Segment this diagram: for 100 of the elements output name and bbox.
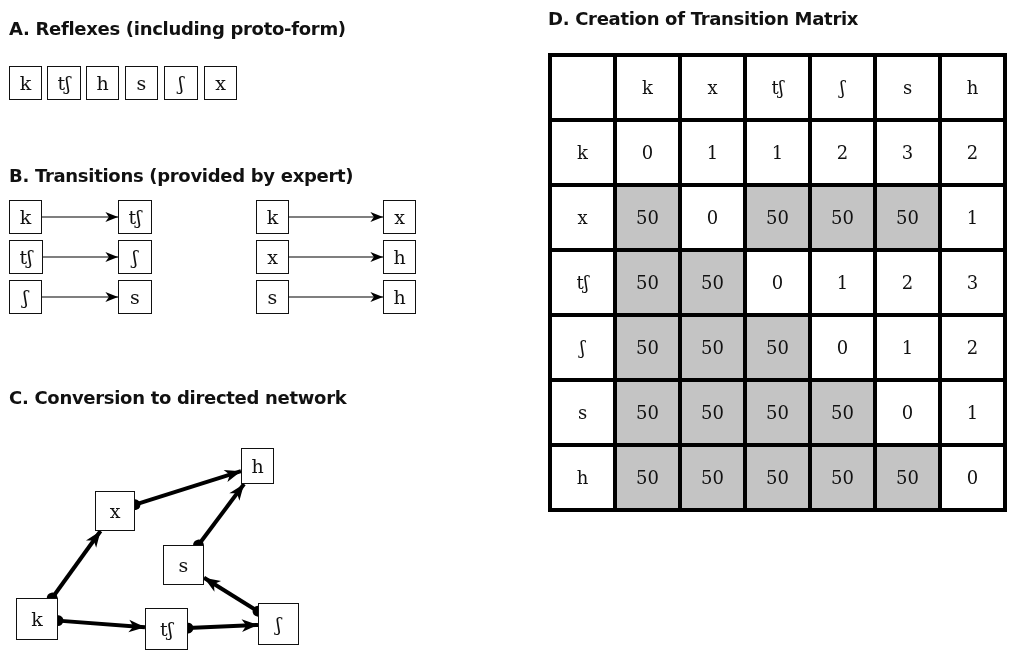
phoneme-symbol: s <box>136 72 147 94</box>
phoneme-symbol: k <box>19 72 32 94</box>
header-cell: ʃ <box>552 317 613 378</box>
header-cell: ʃ <box>812 57 873 118</box>
phoneme-symbol: h <box>393 286 406 308</box>
phoneme-box <box>164 66 198 100</box>
phoneme-box <box>9 200 42 234</box>
table-cell: 0 <box>877 382 938 443</box>
table-cell: 0 <box>747 252 808 313</box>
arrow <box>288 252 384 262</box>
table-cell: 1 <box>877 317 938 378</box>
phoneme-symbol: ʃ <box>275 613 282 635</box>
phoneme-symbol: ʃ <box>22 286 29 308</box>
phoneme-box <box>47 66 81 100</box>
phoneme-box <box>145 608 188 650</box>
header-cell: x <box>552 187 613 248</box>
phoneme-box <box>95 491 135 531</box>
phoneme-symbol: s <box>267 286 278 308</box>
phoneme-symbol: ʃ <box>178 72 184 94</box>
table-cell: 50 <box>747 382 808 443</box>
arrow <box>288 292 384 302</box>
section-heading: D. Creation of Transition Matrix <box>548 8 859 29</box>
phoneme-box <box>86 66 119 100</box>
phoneme-symbol: x <box>215 72 226 94</box>
table-cell: 0 <box>942 447 1003 508</box>
phoneme-box <box>241 448 274 484</box>
table-cell: 50 <box>682 317 743 378</box>
table-cell: 3 <box>877 122 938 183</box>
table-cell: 50 <box>617 447 678 508</box>
table-cell: 50 <box>747 447 808 508</box>
header-cell: tʃ <box>552 252 613 313</box>
phoneme-box <box>9 280 42 314</box>
phoneme-symbol: x <box>267 246 278 268</box>
table-cell: 1 <box>942 382 1003 443</box>
table-cell: 0 <box>812 317 873 378</box>
table-cell: 50 <box>617 382 678 443</box>
phoneme-box <box>118 240 152 274</box>
table-cell: 50 <box>812 382 873 443</box>
table-cell: 50 <box>877 447 938 508</box>
table-cell: 50 <box>617 252 678 313</box>
phoneme-symbol: k <box>266 206 279 228</box>
section-heading: A. Reflexes (including proto-form) <box>9 18 346 39</box>
header-cell: h <box>552 447 613 508</box>
phoneme-symbol: x <box>394 206 405 228</box>
header-cell: k <box>552 122 613 183</box>
arrow <box>288 212 384 222</box>
phoneme-symbol: ʃ <box>132 246 138 268</box>
phoneme-box <box>383 280 416 314</box>
table-cell: 2 <box>942 122 1003 183</box>
header-cell: s <box>552 382 613 443</box>
table-cell: 2 <box>877 252 938 313</box>
phoneme-symbol: tʃ <box>128 206 142 228</box>
phoneme-box <box>125 66 158 100</box>
phoneme-symbol: s <box>130 286 140 308</box>
table-cell: 50 <box>682 447 743 508</box>
table-cell: 50 <box>617 187 678 248</box>
phoneme-box <box>256 200 289 234</box>
phoneme-symbol: s <box>178 554 189 576</box>
phoneme-symbol: h <box>393 246 406 268</box>
phoneme-symbol: tʃ <box>19 246 33 268</box>
arrow <box>42 252 119 262</box>
table-cell: 1 <box>682 122 743 183</box>
phoneme-box <box>256 240 289 274</box>
table-cell: 50 <box>747 187 808 248</box>
table-cell: 0 <box>617 122 678 183</box>
phoneme-box <box>383 240 416 274</box>
phoneme-symbol: k <box>31 608 43 630</box>
phoneme-symbol: k <box>19 206 32 228</box>
phoneme-symbol: h <box>96 72 109 94</box>
phoneme-box <box>9 66 42 100</box>
table-cell: 0 <box>682 187 743 248</box>
header-cell: x <box>682 57 743 118</box>
header-cell: s <box>877 57 938 118</box>
table-cell: 50 <box>682 252 743 313</box>
phoneme-box <box>9 240 43 274</box>
header-cell: k <box>617 57 678 118</box>
table-cell: 1 <box>942 187 1003 248</box>
header-cell: h <box>942 57 1003 118</box>
table-cell: 2 <box>942 317 1003 378</box>
phoneme-box <box>16 598 58 640</box>
arrow <box>41 212 119 222</box>
phoneme-box <box>256 280 289 314</box>
table-cell: 3 <box>942 252 1003 313</box>
phoneme-box <box>118 200 152 234</box>
table-cell: 1 <box>812 252 873 313</box>
phoneme-symbol: x <box>109 500 121 522</box>
phoneme-box <box>118 280 152 314</box>
header-cell: tʃ <box>747 57 808 118</box>
phoneme-box <box>258 603 299 645</box>
section-heading: B. Transitions (provided by expert) <box>9 165 354 186</box>
phoneme-symbol: tʃ <box>160 618 173 640</box>
table-cell: 2 <box>812 122 873 183</box>
phoneme-box <box>204 66 237 100</box>
phoneme-box <box>163 545 204 585</box>
table-cell: 50 <box>812 187 873 248</box>
section-heading: C. Conversion to directed network <box>9 387 347 408</box>
table-cell: 1 <box>747 122 808 183</box>
arrow <box>41 292 119 302</box>
table-cell: 50 <box>877 187 938 248</box>
table-cell: 50 <box>617 317 678 378</box>
